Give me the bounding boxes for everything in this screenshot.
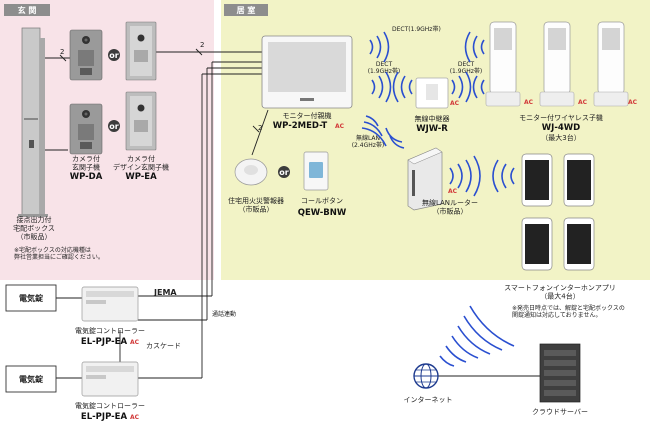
lock-controller-2 bbox=[81, 361, 139, 397]
jema-label: JEMA bbox=[153, 288, 177, 297]
internet-label: インターネット bbox=[404, 395, 453, 404]
smartphone-4 bbox=[563, 217, 595, 271]
wireless-handset-3 bbox=[593, 21, 629, 107]
repeater-name: 無線中継器 bbox=[415, 114, 450, 123]
smartphone-note: ※発売日時点では、解錠と宅配ボックスの関錠通知は対応しておりません。 bbox=[512, 304, 625, 319]
wire-count-right: 2 bbox=[200, 41, 204, 49]
call-button-model: QEW-BNW bbox=[298, 208, 347, 218]
ac-mark-handset-1: AC bbox=[524, 99, 534, 106]
wlan-waves-router-right bbox=[449, 155, 481, 197]
handset-max: （最大3台） bbox=[541, 133, 580, 142]
svg-text:or: or bbox=[109, 122, 118, 131]
cloud-server-icon bbox=[539, 343, 581, 403]
design-camera-name: カメラ付デザイン玄関子機 bbox=[113, 154, 169, 171]
lock-controller-model-2: EL-PJP-EA bbox=[81, 412, 128, 422]
door-camera-name: カメラ付玄関子機 bbox=[72, 154, 100, 171]
wiring bbox=[39, 48, 540, 379]
internet-globe-icon bbox=[413, 363, 439, 389]
smartphone-1 bbox=[521, 153, 553, 207]
smartphone-2 bbox=[563, 153, 595, 207]
wire-count-alarm: 2 bbox=[258, 124, 262, 132]
svg-text:or: or bbox=[109, 51, 118, 60]
door-camera-wp-da bbox=[69, 29, 103, 81]
repeater-model: WJW-R bbox=[416, 124, 448, 134]
monitor-main-unit bbox=[261, 35, 353, 109]
wire-count-left: 2 bbox=[60, 48, 64, 56]
ac-mark-handset-3: AC bbox=[628, 99, 638, 106]
monitor-name: モニター付親機 bbox=[283, 111, 332, 120]
design-camera-model: WP-EA bbox=[125, 172, 157, 182]
router-label: 無線LANルーター（市販品） bbox=[422, 198, 478, 215]
svg-text:電気錠: 電気錠 bbox=[19, 374, 44, 384]
dect-waves-repeater-right bbox=[451, 71, 472, 103]
dect-label-right: DECT(1.9GHz帯) bbox=[450, 61, 483, 75]
handset-name: モニター付ワイヤレス子機 bbox=[519, 113, 603, 122]
fire-alarm-label: 住宅用火災警報器（市販品） bbox=[228, 196, 284, 213]
internet-waves bbox=[439, 305, 515, 367]
door-camera-model: WP-DA bbox=[70, 172, 103, 182]
entrance-header: 玄 関 bbox=[4, 4, 50, 16]
ac-mark-monitor: AC bbox=[335, 123, 345, 130]
dect-waves-handset-left bbox=[464, 31, 485, 63]
electric-lock-1: 電気錠 bbox=[5, 284, 57, 312]
lock-controller-name-2: 電気錠コントローラー bbox=[75, 401, 145, 410]
ac-mark-controller-1: AC bbox=[130, 339, 140, 346]
lock-controller-1 bbox=[81, 286, 139, 322]
wifi-router bbox=[407, 147, 443, 211]
ac-mark-router: AC bbox=[448, 188, 458, 195]
design-camera-wp-ea-2 bbox=[125, 91, 157, 151]
wlan-waves-phones bbox=[492, 159, 515, 193]
entrance-title: 玄 関 bbox=[18, 5, 37, 15]
room-header: 居 室 bbox=[224, 4, 268, 16]
wlan-waves-router-left bbox=[385, 127, 405, 149]
electric-lock-2: 電気錠 bbox=[5, 365, 57, 393]
talk-link-label: 通話連動 bbox=[212, 310, 236, 318]
dect-waves-handset-right bbox=[472, 75, 485, 99]
smartphone-label: スマートフォンインターホンアプリ（最大4台） bbox=[504, 283, 616, 300]
design-camera-wp-ea bbox=[125, 21, 157, 81]
call-button bbox=[303, 151, 329, 191]
fire-alarm bbox=[234, 158, 268, 186]
ac-mark-repeater: AC bbox=[450, 100, 460, 107]
monitor-model: WP-2MED-T bbox=[273, 121, 328, 131]
dect-label-top: DECT(1.9GHz帯) bbox=[392, 25, 441, 33]
wlan-waves-monitor bbox=[361, 115, 387, 147]
cloud-label: クラウドサーバー bbox=[532, 408, 588, 416]
handset-model: WJ-4WD bbox=[542, 123, 580, 133]
wlan-label: 無線LAN(2.4GHz帯) bbox=[352, 134, 385, 149]
delivery-box-label: 接点出力付宅配ボックス（市販品） bbox=[13, 215, 55, 241]
or-badge-alarm: or bbox=[278, 166, 290, 178]
svg-text:or: or bbox=[279, 168, 288, 177]
cascade-label: カスケード bbox=[146, 342, 181, 350]
call-button-name: コールボタン bbox=[301, 196, 343, 205]
ac-mark-controller-2: AC bbox=[130, 414, 140, 421]
lock-controller-model-1: EL-PJP-EA bbox=[81, 337, 128, 347]
dect-waves-monitor-right bbox=[369, 31, 390, 63]
delivery-note: ※宅配ボックスの対応機種は弊社営業担当にご確認ください。 bbox=[14, 246, 104, 261]
dect-waves-repeater-left bbox=[392, 71, 413, 103]
or-badge-top: or bbox=[108, 49, 120, 61]
wireless-handset-1 bbox=[485, 21, 521, 107]
dect-label-left: DECT(1.9GHz帯) bbox=[368, 61, 401, 75]
delivery-box bbox=[18, 27, 48, 217]
wireless-repeater bbox=[415, 77, 449, 109]
ac-mark-handset-2: AC bbox=[578, 99, 588, 106]
wireless-handset-2 bbox=[539, 21, 575, 107]
smartphone-3 bbox=[521, 217, 553, 271]
room-title: 居 室 bbox=[237, 5, 256, 15]
svg-text:電気錠: 電気錠 bbox=[19, 293, 44, 303]
lock-controller-name-1: 電気錠コントローラー bbox=[75, 326, 145, 335]
or-badge-middle: or bbox=[108, 120, 120, 132]
door-camera-wp-da-2 bbox=[69, 103, 103, 155]
dect-waves-monitor-repeater bbox=[371, 71, 392, 103]
